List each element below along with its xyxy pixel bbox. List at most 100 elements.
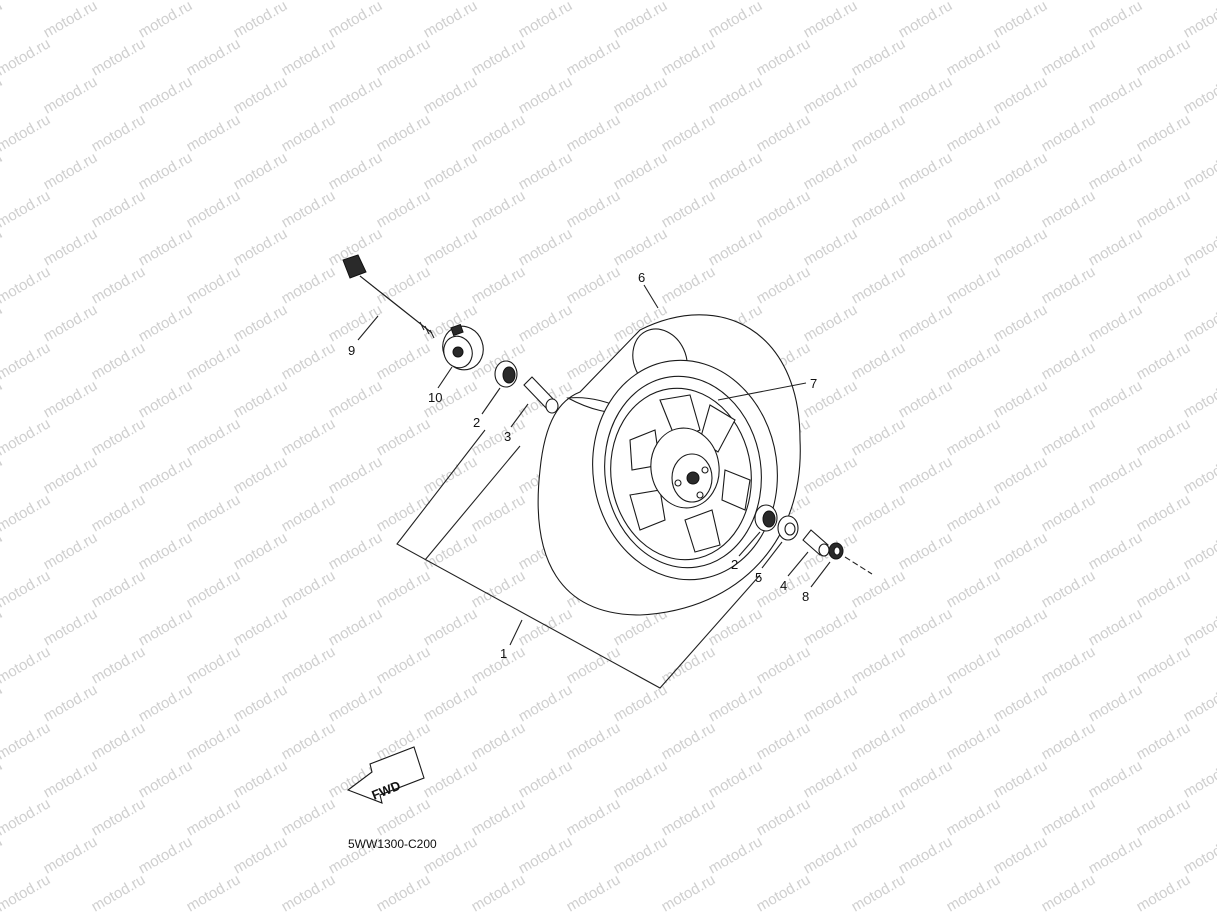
watermark-text: motod.ru (89, 871, 149, 913)
watermark-text: motod.ru (279, 263, 339, 307)
collar[interactable] (802, 529, 830, 557)
wheel-rim[interactable] (579, 348, 792, 591)
nut[interactable] (828, 542, 844, 560)
watermark-text: motod.ru (991, 757, 1051, 801)
watermark-text: motod.ru (1086, 225, 1146, 269)
watermark-text: motod.ru (89, 187, 149, 231)
leader-1 (509, 619, 523, 646)
watermark-text: motod.ru (41, 225, 101, 269)
watermark-text: motod.ru (564, 0, 624, 3)
leader-7 (717, 382, 807, 401)
watermark-text: motod.ru (326, 301, 386, 345)
watermark-text: motod.ru (184, 643, 244, 687)
leader-5 (761, 541, 783, 569)
watermark-text: motod.ru (896, 0, 956, 41)
watermark-text: motod.ru (184, 263, 244, 307)
watermark-text: motod.ru (231, 73, 291, 117)
watermark-text: motod.ru (374, 339, 434, 383)
watermark-text: motod.ru (374, 187, 434, 231)
watermark-text: motod.ru (564, 643, 624, 687)
watermark-text: motod.ru (659, 263, 719, 307)
callout-8: 8 (802, 589, 809, 604)
watermark-text: motod.ru (611, 833, 671, 877)
watermark-text: motod.ru (991, 529, 1051, 573)
watermark-text: motod.ru (326, 453, 386, 497)
watermark-text: motod.ru (1039, 567, 1099, 611)
bracket-inner-line (424, 445, 521, 561)
watermark-text: motod.ru (896, 833, 956, 877)
watermark-text: motod.ru (469, 0, 529, 3)
watermark-text: motod.ru (421, 605, 481, 649)
bearing-right[interactable] (754, 504, 778, 532)
watermark-text: motod.ru (944, 795, 1004, 839)
watermark-text: motod.ru (801, 681, 861, 725)
watermark-text: motod.ru (754, 263, 814, 307)
watermark-text: motod.ru (89, 339, 149, 383)
watermark-text: motod.ru (231, 757, 291, 801)
watermark-text: motod.ru (184, 35, 244, 79)
watermark-text: motod.ru (279, 415, 339, 459)
watermark-text: motod.ru (801, 605, 861, 649)
watermark-text: motod.ru (991, 377, 1051, 421)
spacer-long[interactable] (523, 376, 559, 414)
watermark-text: motod.ru (1134, 491, 1194, 535)
watermark-text: motod.ru (1039, 0, 1099, 3)
watermark-text: motod.ru (0, 643, 53, 687)
bearing-left[interactable] (494, 360, 518, 388)
watermark-text: motod.ru (41, 605, 101, 649)
watermark-text: motod.ru (991, 453, 1051, 497)
watermark-text: motod.ru (944, 187, 1004, 231)
watermark-text: motod.ru (469, 187, 529, 231)
leader-9 (357, 315, 379, 341)
watermark-text: motod.ru (0, 339, 53, 383)
watermark-text: motod.ru (231, 681, 291, 725)
watermark-text: motod.ru (469, 35, 529, 79)
axle-bolt[interactable] (342, 254, 435, 339)
watermark-text: motod.ru (41, 149, 101, 193)
watermark-text: motod.ru (279, 187, 339, 231)
watermark-text: motod.ru (231, 605, 291, 649)
watermark-text: motod.ru (1039, 339, 1099, 383)
watermark-text: motod.ru (659, 643, 719, 687)
leader-8 (810, 561, 831, 588)
watermark-text: motod.ru (659, 871, 719, 913)
watermark-text: motod.ru (231, 149, 291, 193)
watermark-text: motod.ru (659, 0, 719, 3)
watermark-text: motod.ru (41, 529, 101, 573)
watermark-text: motod.ru (896, 149, 956, 193)
leader-2b (738, 531, 761, 557)
watermark-text: motod.ru (89, 0, 149, 3)
watermark-text: motod.ru (516, 757, 576, 801)
callout-3: 3 (504, 429, 511, 444)
watermark-text: motod.ru (944, 491, 1004, 535)
watermark-text: motod.ru (0, 833, 5, 877)
watermark-text: motod.ru (231, 377, 291, 421)
watermark-text: motod.ru (279, 111, 339, 155)
watermark-text: motod.ru (0, 415, 53, 459)
watermark-text: motod.ru (89, 567, 149, 611)
watermark-text: motod.ru (1134, 187, 1194, 231)
watermark-text: motod.ru (1086, 681, 1146, 725)
oil-seal[interactable] (777, 515, 799, 541)
watermark-text: motod.ru (1086, 301, 1146, 345)
watermark-text: motod.ru (849, 719, 909, 763)
watermark-text: motod.ru (1039, 491, 1099, 535)
watermark-text: motod.ru (1086, 757, 1146, 801)
watermark-text: motod.ru (89, 263, 149, 307)
watermark-text: motod.ru (1181, 909, 1217, 913)
watermark-text: motod.ru (801, 453, 861, 497)
watermark-text: motod.ru (0, 0, 5, 41)
watermark-text: motod.ru (326, 377, 386, 421)
watermark-text: motod.ru (991, 301, 1051, 345)
gear-unit[interactable] (437, 320, 490, 375)
leader-2a (481, 387, 501, 415)
watermark-text: motod.ru (89, 111, 149, 155)
watermark-text: motod.ru (1181, 73, 1217, 117)
watermark-text: motod.ru (801, 833, 861, 877)
watermark-text: motod.ru (849, 187, 909, 231)
watermark-text: motod.ru (1039, 263, 1099, 307)
watermark-text: motod.ru (516, 225, 576, 269)
watermark-text: motod.ru (469, 795, 529, 839)
watermark-text: motod.ru (1086, 73, 1146, 117)
watermark-text: motod.ru (564, 35, 624, 79)
